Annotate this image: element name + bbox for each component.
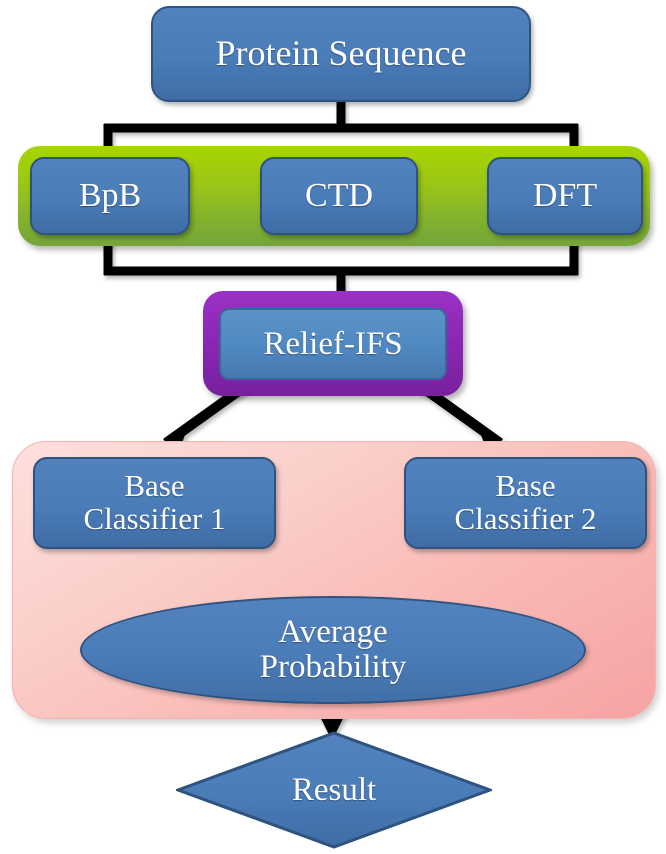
node-average-probability[interactable]: Average Probability <box>80 596 586 704</box>
node-result-label: Result <box>291 771 377 808</box>
diamond-shape <box>176 731 492 849</box>
node-feature-ctd[interactable]: CTD <box>260 157 418 235</box>
node-feature-dft[interactable]: DFT <box>487 157 643 235</box>
node-base-classifier-2[interactable]: Base Classifier 2 <box>404 457 647 549</box>
node-protein-sequence[interactable]: Protein Sequence <box>151 6 531 102</box>
node-feature-bpb[interactable]: BpB <box>30 157 190 235</box>
node-base-classifier-1[interactable]: Base Classifier 1 <box>33 457 276 549</box>
node-result[interactable]: Result <box>176 731 492 849</box>
node-relief-ifs[interactable]: Relief-IFS <box>219 308 447 380</box>
